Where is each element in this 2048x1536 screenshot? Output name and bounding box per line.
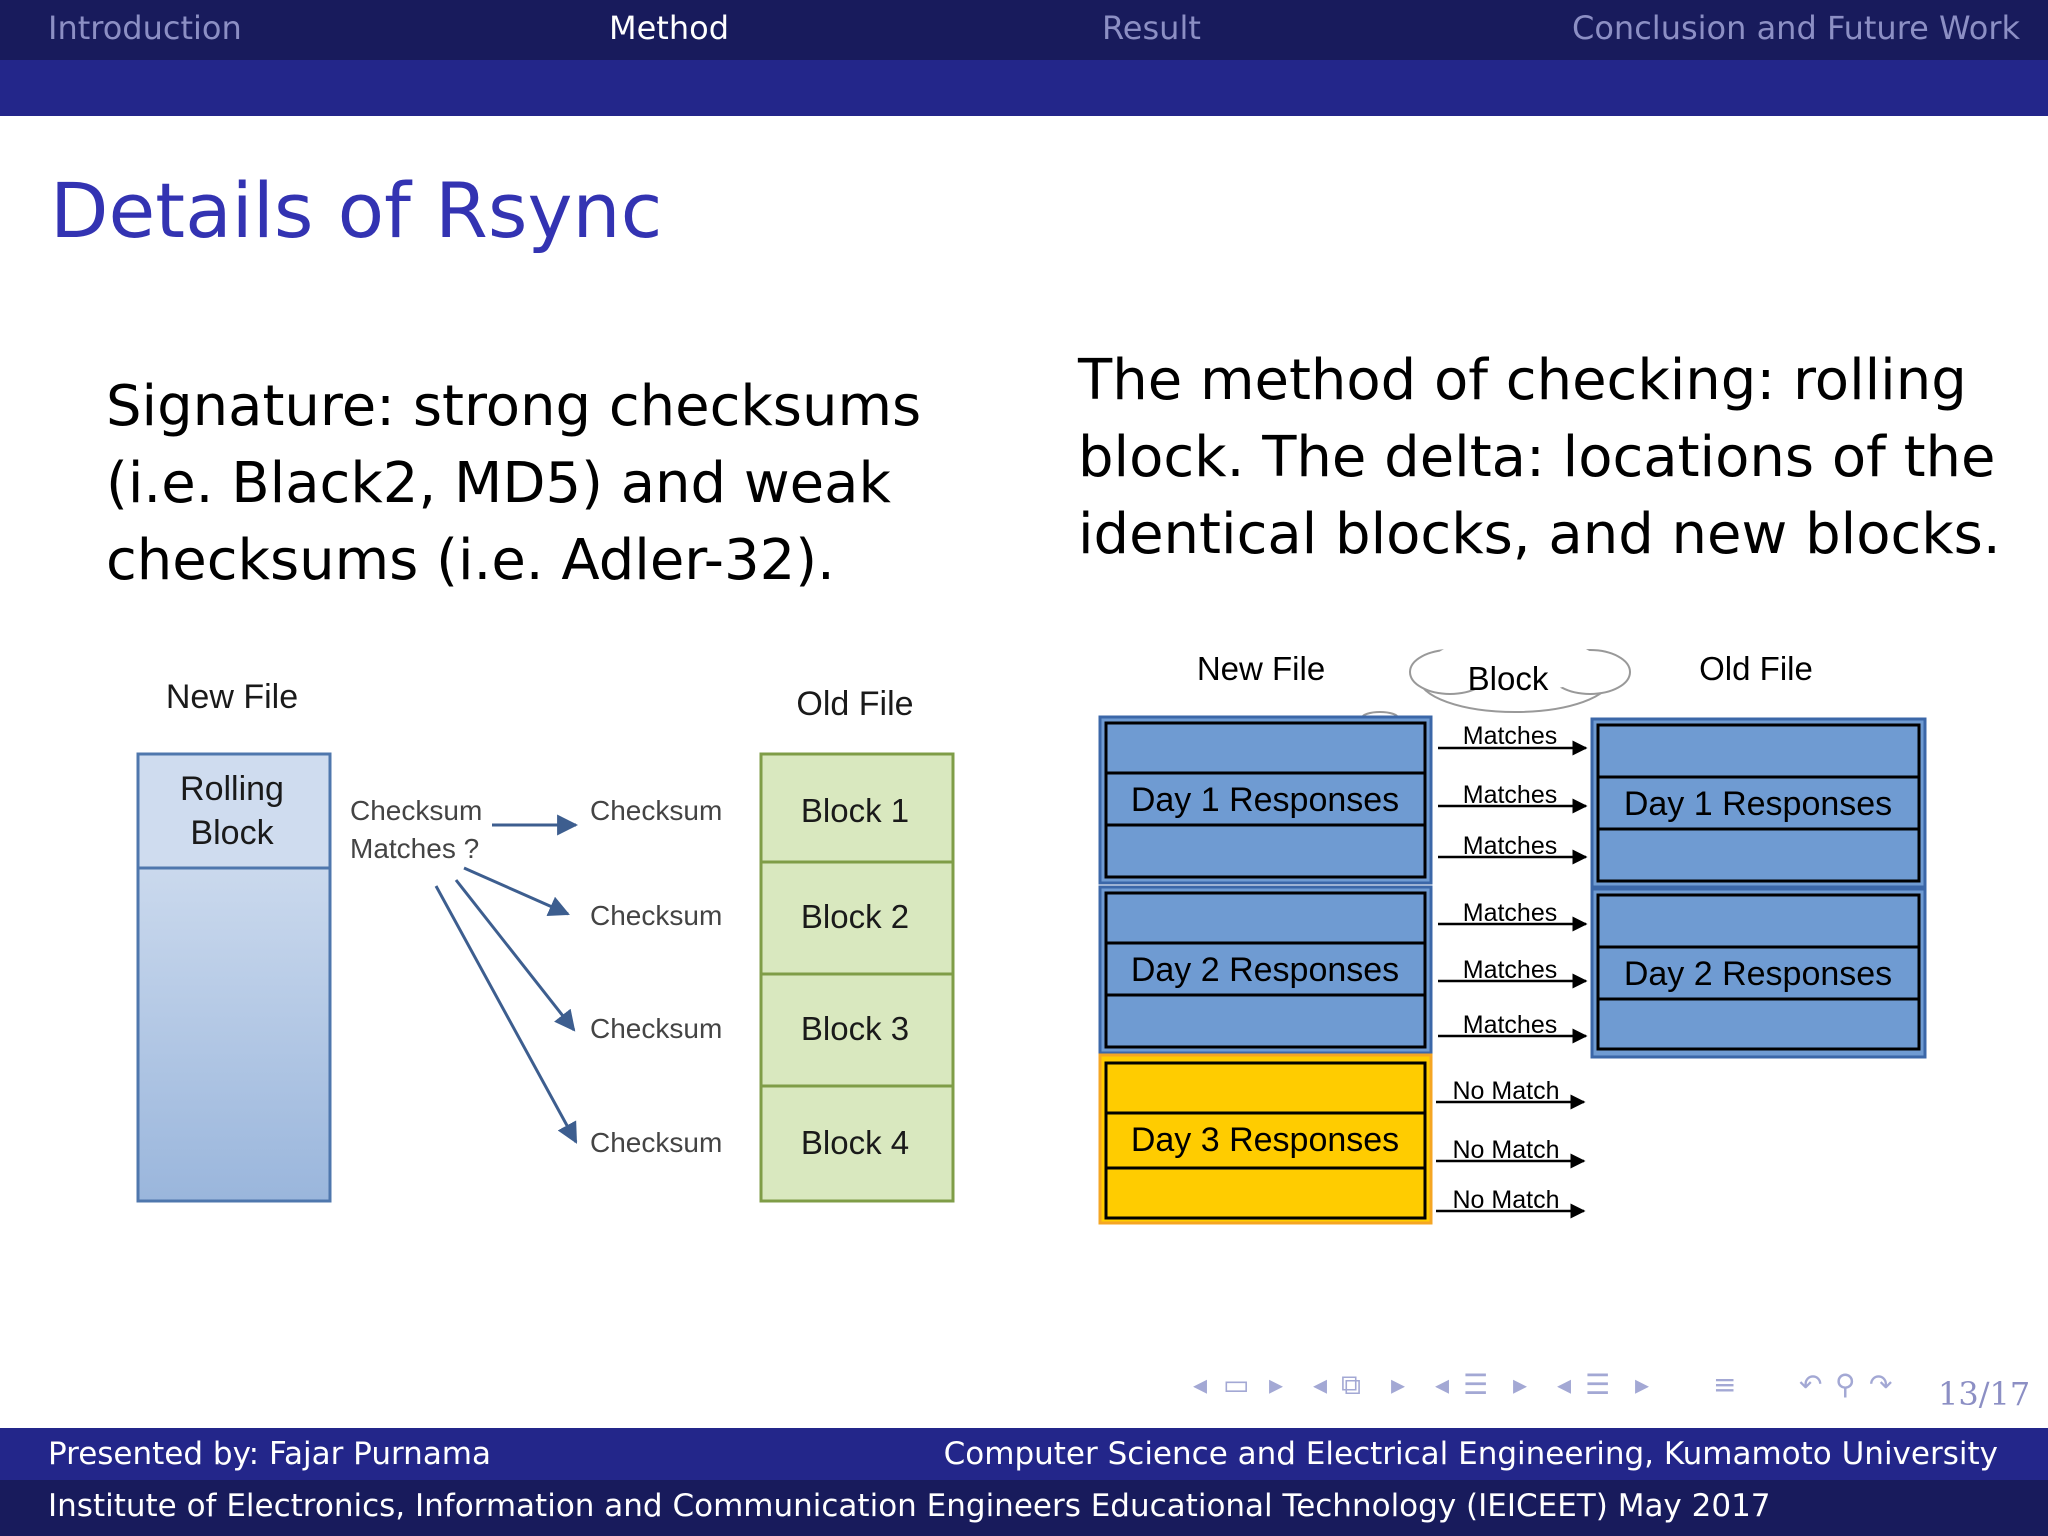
match-label: Matches: [1463, 1011, 1557, 1039]
no-match-label: No Match: [1453, 1186, 1560, 1214]
page-number: 13/17: [1938, 1375, 2031, 1413]
right-new-file-label: New File: [1197, 650, 1325, 687]
new-response-label: Day 3 Responses: [1131, 1121, 1399, 1159]
block-label: Block 3: [801, 1010, 909, 1047]
no-match-label: No Match: [1453, 1136, 1560, 1164]
back-icon[interactable]: ↶: [1799, 1368, 1823, 1401]
old-response-label: Day 2 Responses: [1624, 955, 1892, 993]
right-old-file-label: Old File: [1699, 650, 1813, 687]
rolling-block-label: Rolling: [180, 770, 284, 808]
right-column-text: The method of checking: rolling block. T…: [1078, 342, 2001, 573]
subsection-strip: [0, 60, 2048, 116]
checksum-label: Checksum: [590, 900, 722, 931]
block-cloud-icon: [1250, 636, 1631, 756]
right-text-line: block. The delta: locations of the: [1078, 425, 1996, 490]
search-icon[interactable]: ⚲: [1835, 1368, 1856, 1401]
frame-prev-icon[interactable]: ◂: [1193, 1368, 1208, 1401]
block-cloud-label: Block: [1468, 660, 1549, 697]
block-label: Block 2: [801, 898, 909, 935]
checksum-arrow: [463, 866, 570, 916]
doc-next-icon[interactable]: ▸: [1635, 1368, 1650, 1401]
old-block-box: [759, 752, 955, 864]
left-column-text: Signature: strong checksums (i.e. Black2…: [106, 368, 921, 599]
navigation-symbols: ◂ ▭ ▸ ◂ ⧉ ▸ ◂ ☰ ▸ ◂ ☰ ▸ ≡ ↶ ⚲ ↷: [1185, 1368, 1900, 1408]
left-text-line: (i.e. Black2, MD5) and weak: [106, 451, 891, 516]
checksum-label: Checksum: [590, 1013, 722, 1044]
no-match-label: No Match: [1453, 1077, 1560, 1105]
new-response-label: Day 2 Responses: [1131, 951, 1399, 989]
outline-icon[interactable]: ≡: [1713, 1368, 1737, 1401]
frame-icon[interactable]: ▭: [1223, 1368, 1250, 1401]
section-prev-icon[interactable]: ◂: [1435, 1368, 1450, 1401]
old-block-box: [759, 972, 955, 1088]
new-response-label: Day 1 Responses: [1131, 781, 1399, 819]
new-day1-group: [1098, 715, 1433, 885]
doc-icon[interactable]: ☰: [1585, 1368, 1611, 1401]
new-file-label: New File: [166, 678, 298, 716]
nav-section-conclusion[interactable]: Conclusion and Future Work: [1572, 9, 2021, 47]
old-day2-group: [1590, 887, 1927, 1059]
subsection-prev-icon[interactable]: ◂: [1313, 1368, 1328, 1401]
subsection-next-icon[interactable]: ▸: [1391, 1368, 1406, 1401]
left-text-line: checksums (i.e. Adler-32).: [106, 528, 835, 593]
section-next-icon[interactable]: ▸: [1513, 1368, 1528, 1401]
rolling-block-label: Block: [190, 814, 274, 852]
rolling-block-box: [136, 752, 332, 870]
new-day3-group: [1098, 1053, 1433, 1225]
old-file-label: Old File: [796, 685, 913, 723]
event-text: Institute of Electronics, Information an…: [48, 1488, 1771, 1524]
section-navigation: Introduction Method Result Conclusion an…: [0, 0, 2048, 60]
subsection-icon[interactable]: ⧉: [1341, 1368, 1361, 1401]
old-block-box: [759, 860, 955, 976]
right-text-line: The method of checking: rolling: [1078, 348, 1967, 413]
match-label: Matches: [1463, 832, 1557, 860]
match-label: Matches: [1463, 781, 1557, 809]
doc-prev-icon[interactable]: ◂: [1557, 1368, 1572, 1401]
match-label: Matches: [1463, 722, 1557, 750]
old-response-label: Day 1 Responses: [1624, 785, 1892, 823]
affiliation-text: Computer Science and Electrical Engineer…: [943, 1436, 1998, 1472]
presenter-text: Presented by: Fajar Purnama: [48, 1436, 492, 1472]
block-label: Block 1: [801, 792, 909, 829]
checksum-matches-label: Matches ?: [350, 833, 479, 864]
checksum-label: Checksum: [590, 795, 722, 826]
nav-section-method[interactable]: Method: [609, 9, 730, 47]
checksum-label: Checksum: [590, 1127, 722, 1158]
slide-title: Details of Rsync: [50, 166, 663, 255]
footer-bottom-bar: Institute of Electronics, Information an…: [0, 1480, 2048, 1536]
left-text-line: Signature: strong checksums: [106, 374, 922, 439]
section-icon[interactable]: ☰: [1463, 1368, 1489, 1401]
frame-next-icon[interactable]: ▸: [1269, 1368, 1284, 1401]
block-label: Block 4: [801, 1124, 909, 1161]
match-label: Matches: [1463, 899, 1557, 927]
footer-top-bar: Presented by: Fajar Purnama Computer Sci…: [0, 1428, 2048, 1480]
checksum-arrow: [454, 879, 576, 1032]
right-text-line: identical blocks, and new blocks.: [1078, 502, 2001, 567]
old-day1-group: [1590, 717, 1927, 889]
match-label: Matches: [1463, 956, 1557, 984]
nav-section-introduction[interactable]: Introduction: [48, 9, 242, 47]
checksum-arrow: [434, 885, 578, 1144]
old-block-box: [759, 1084, 955, 1203]
nav-section-result[interactable]: Result: [1102, 9, 1201, 47]
forward-icon[interactable]: ↷: [1869, 1368, 1893, 1401]
new-day2-group: [1098, 885, 1433, 1055]
checksum-matches-label: Checksum: [350, 795, 482, 826]
